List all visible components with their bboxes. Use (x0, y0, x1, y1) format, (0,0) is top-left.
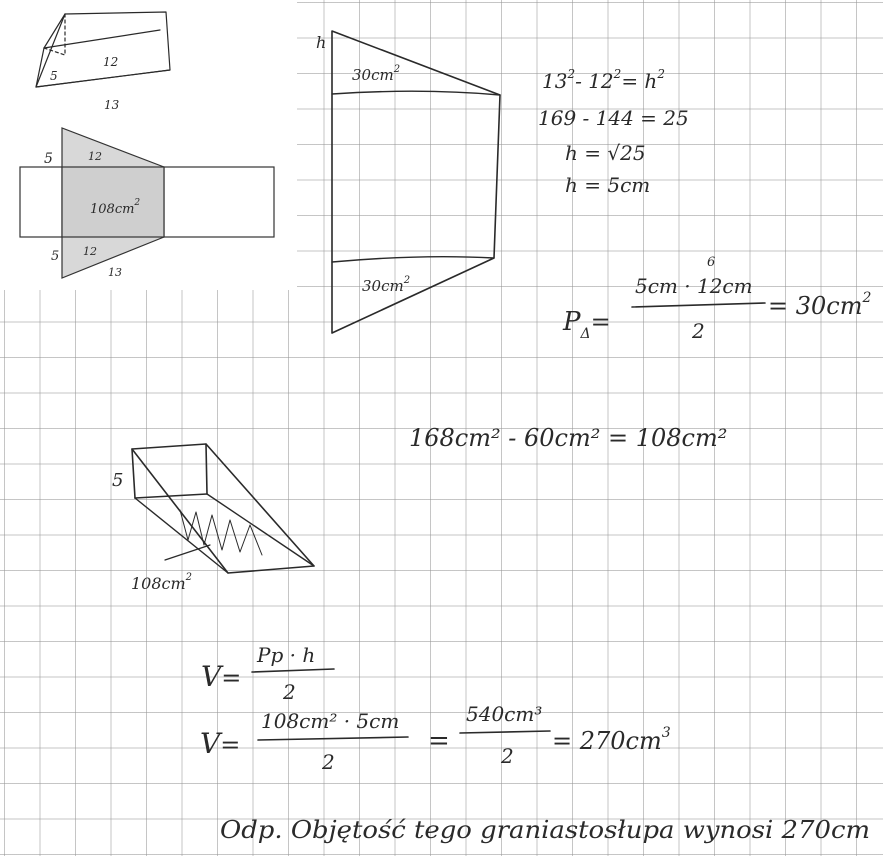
net-label-13-bottom: 13 (108, 266, 122, 279)
net-label-12-bottom: 12 (83, 245, 97, 258)
sketch-label-5: 5 (112, 470, 123, 491)
trapezoid-figure: h 30cm2 30cm2 (316, 30, 501, 334)
tri-result: = 30cm2 (768, 290, 871, 320)
net-label-12-top: 12 (88, 150, 102, 163)
prism-label-12: 12 (103, 55, 118, 69)
volume-formula-substituted: V= 108cm² · 5cm 2 = 540cm³ 2 = 270cm3 (200, 702, 671, 774)
prism-label-13: 13 (104, 98, 120, 112)
volume-m-num: 540cm³ (466, 702, 542, 726)
calc-line-1: 132- 122= h2 (542, 67, 665, 93)
volume-eq-2: = (428, 726, 450, 756)
net-label-5-bottom: 5 (51, 249, 59, 264)
trap-label-h: h (316, 33, 326, 52)
calc-line-4: h = 5cm (565, 173, 650, 197)
volume-formula-general: V= Pp · h 2 (201, 643, 335, 704)
answer-line: Odp. Objętość tego graniastosłupa wynosi… (220, 816, 870, 844)
prism-label-5: 5 (50, 69, 58, 83)
volume-result: = 270cm3 (552, 725, 671, 755)
tri-denominator: 2 (691, 319, 705, 343)
tri-lhs: PΔ= (562, 307, 611, 342)
volume-f-num: Pp · h (256, 643, 315, 667)
volume-f-den: 2 (282, 680, 296, 704)
calc-line-3: h = √25 (565, 141, 646, 165)
volume-v-2: V= (200, 727, 240, 760)
trap-bottom-area: 30cm2 (362, 275, 410, 295)
sketch-area: 108cm2 (131, 572, 192, 593)
triangle-area-formula: PΔ= 6 5cm · 12cm 2 = 30cm2 (562, 255, 871, 343)
volume-v-1: V= (201, 660, 241, 693)
volume-s-num: 108cm² · 5cm (261, 709, 399, 733)
net-label-5-top: 5 (44, 151, 53, 167)
tri-numerator: 5cm · 12cm (635, 274, 753, 298)
tri-cancel-note: 6 (707, 255, 715, 270)
subtraction-line: 168cm² - 60cm² = 108cm² (409, 424, 727, 452)
prism-figure: 12 5 13 (35, 11, 171, 112)
trap-top-area: 30cm2 (352, 64, 400, 84)
net-area-label: 108cm2 (90, 198, 140, 217)
volume-m-den: 2 (500, 744, 514, 768)
calc-line-2: 169 - 144 = 25 (538, 106, 689, 130)
pythagoras-calc: 132- 122= h2 169 - 144 = 25 h = √25 h = … (538, 67, 689, 197)
volume-s-den: 2 (321, 750, 335, 774)
prism-net: 5 12 108cm2 5 12 13 (19, 127, 275, 279)
perspective-sketch: 5 108cm2 (112, 443, 315, 593)
